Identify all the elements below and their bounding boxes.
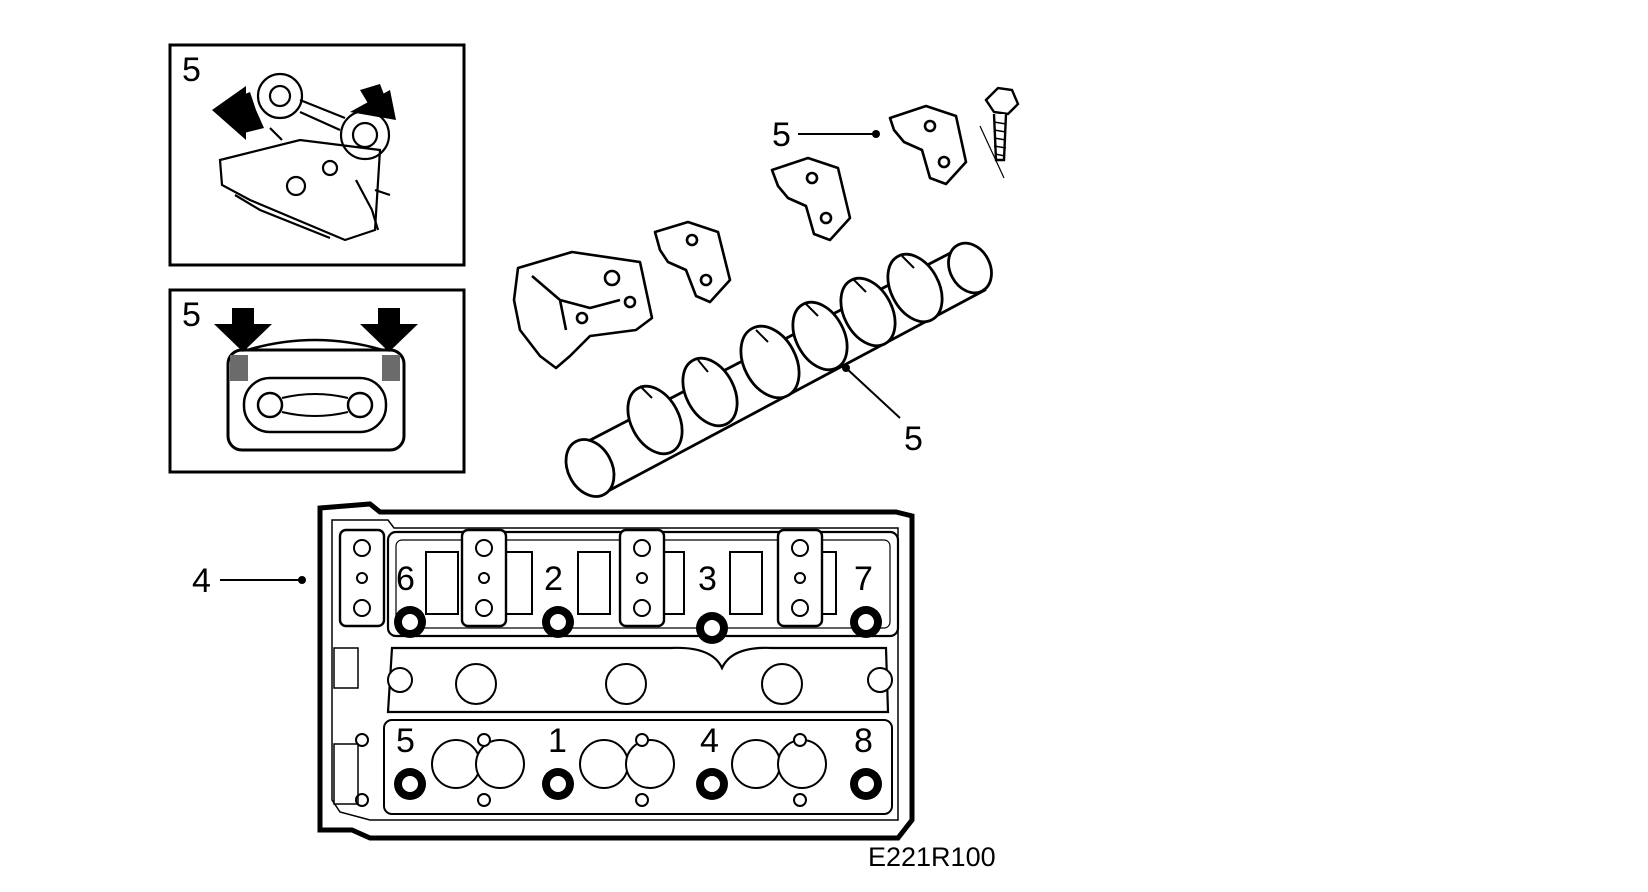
bearing-cap-drawing xyxy=(226,338,406,452)
head-bolt-2 xyxy=(542,606,574,638)
bolt-order-number: 4 xyxy=(700,722,719,760)
inset-bearing-cap-sealant: 5 xyxy=(168,288,466,474)
bolt-order-number: 7 xyxy=(854,560,873,598)
bolt-order-number: 5 xyxy=(396,722,415,760)
head-bolt-5 xyxy=(394,768,426,800)
head-bolt-6 xyxy=(394,606,426,638)
arrow-icon xyxy=(212,86,264,140)
callout-cylinder-head: 4 xyxy=(192,562,306,600)
bolt-order-number: 6 xyxy=(396,560,415,598)
bolt-order-number: 8 xyxy=(854,722,873,760)
head-bolt-8 xyxy=(850,768,882,800)
callout-camshaft: 5 xyxy=(842,364,923,458)
figure-code: E221R100 xyxy=(868,842,996,872)
arrow-icon xyxy=(360,308,418,352)
head-bolt-4 xyxy=(696,768,728,800)
head-bolts xyxy=(394,606,882,800)
inset-timing-marks-drawing xyxy=(218,72,391,242)
callout-camshaft-label: 5 xyxy=(904,420,923,458)
bolt-icon xyxy=(979,86,1020,179)
inset-bearing-cap-label: 5 xyxy=(182,296,201,334)
bearing-caps xyxy=(512,104,968,370)
bolt-order-number: 1 xyxy=(548,722,567,760)
callout-cylinder-head-label: 4 xyxy=(192,562,211,600)
head-bolt-3 xyxy=(696,612,728,644)
head-bolt-1 xyxy=(542,768,574,800)
callout-bearing-cap-label: 5 xyxy=(772,116,791,154)
callout-bearing-cap: 5 xyxy=(772,116,880,154)
cylinder-head xyxy=(317,501,915,841)
bolt-order-number: 2 xyxy=(544,560,563,598)
bolt-order-number: 3 xyxy=(698,560,717,598)
inset-timing-marks: 5 xyxy=(168,43,466,267)
head-bolt-7 xyxy=(850,606,882,638)
tightening-order: 6 2 3 7 5 1 4 8 xyxy=(396,560,873,760)
camshaft xyxy=(564,241,993,498)
inset-timing-marks-label: 5 xyxy=(182,51,201,89)
arrow-icon xyxy=(350,84,396,120)
arrow-icon xyxy=(214,308,272,352)
